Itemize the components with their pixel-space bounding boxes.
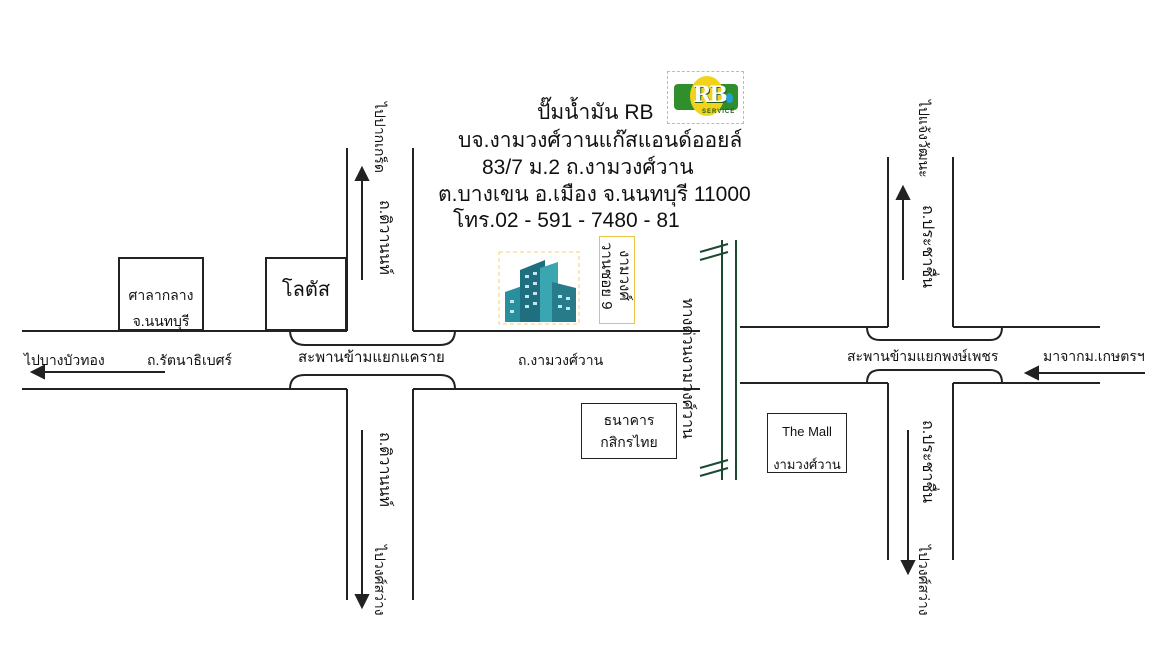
to-wongsawang-left-label: ไปวงศ์สว่าง <box>372 545 388 616</box>
to-wongsawang-right-label: ไปวงศ์สว่าง <box>916 545 932 616</box>
gas-station-building-icon <box>498 251 580 325</box>
prachachuen-road-north <box>887 157 954 327</box>
soi-9-label-2: วานซอย 9 <box>598 242 615 310</box>
khae-rai-bridge-upper-arc <box>289 329 456 346</box>
phong-phet-bridge-label: สะพานข้ามแยกพงษ์เพชร <box>847 348 999 364</box>
city-hall-label-2: จ.นนทบุรี <box>132 313 190 329</box>
bank-label-2: กสิกรไทย <box>600 434 658 450</box>
tiwanon-road-south-label: ถ.ติวานนท์ <box>376 432 393 507</box>
expressway-hatch-top <box>699 243 729 261</box>
main-road-upper-edge <box>22 326 1100 332</box>
arrowhead-south-2 <box>900 560 916 576</box>
bank-label-1: ธนาคาร <box>603 412 655 428</box>
arrowhead-north <box>354 165 370 181</box>
khae-rai-bridge-label: สะพานข้ามแยกแคราย <box>298 349 445 366</box>
address-line-2: ต.บางเขน อ.เมือง จ.นนทบุรี 11000 <box>438 183 751 206</box>
lotus-label: โลตัส <box>281 279 331 301</box>
to-pak-kret-label: ไปปากเกร็ด <box>372 102 388 174</box>
company-name: บจ.งามวงศ์วานแก๊สแอนด์ออยล์ <box>458 129 743 152</box>
prachachuen-road-south <box>887 383 954 560</box>
city-hall-label-1: ศาลากลาง <box>128 287 194 303</box>
phong-phet-bridge-lower-arc <box>866 369 1003 384</box>
prachachuen-road-north-label: ถ.ประชาชื่น <box>919 205 936 289</box>
expressway-label: ทางด่วนงามวงศ์วาน <box>679 298 696 439</box>
to-bang-bua-thong-label: ไปบางบัวทอง <box>24 352 105 368</box>
kasikorn-bank-box: ธนาคาร กสิกรไทย <box>581 403 677 459</box>
phong-phet-bridge-upper-arc <box>866 326 1003 341</box>
tiwanon-road-north <box>346 148 414 331</box>
station-name: ปั๊มน้ำมัน RB <box>537 101 654 124</box>
tiwanon-road-south <box>346 389 414 600</box>
mall-label-1: The Mall <box>782 424 832 439</box>
arrowhead-west-2 <box>1023 365 1039 381</box>
arrowhead-north-2 <box>895 184 911 200</box>
soi-9-box <box>599 236 635 324</box>
expressway-hatch-bottom <box>699 459 729 477</box>
mall-label-2: งามวงศ์วาน <box>773 457 841 472</box>
rb-service-logo: RB SERVICE <box>667 71 744 124</box>
oil-drop-icon <box>726 93 733 103</box>
main-road-lower-edge <box>22 382 1100 390</box>
from-kasetsart-label: มาจากม.เกษตรฯ <box>1043 348 1145 364</box>
rattanathibet-road-label: ถ.รัตนาธิเบศร์ <box>147 352 233 368</box>
city-hall-box: ศาลากลาง จ.นนทบุรี <box>118 257 204 331</box>
arrowhead-west <box>29 364 45 380</box>
khae-rai-bridge-lower-arc <box>289 374 456 390</box>
the-mall-box: The Mall งามวงศ์วาน <box>767 413 847 473</box>
tiwanon-road-north-label: ถ.ติวานนท์ <box>376 200 393 275</box>
to-chaengwattana-label: ไปแจ้งวัฒนะ <box>916 100 932 178</box>
address-line-1: 83/7 ม.2 ถ.งามวงศ์วาน <box>482 156 694 179</box>
phone-number: โทร.02 - 591 - 7480 - 81 <box>453 209 680 232</box>
arrowhead-south <box>354 594 370 610</box>
lotus-box: โลตัส <box>265 257 347 331</box>
prachachuen-road-south-label: ถ.ประชาชื่น <box>919 420 936 504</box>
ngamwongwan-road-label: ถ.งามวงศ์วาน <box>518 352 604 368</box>
